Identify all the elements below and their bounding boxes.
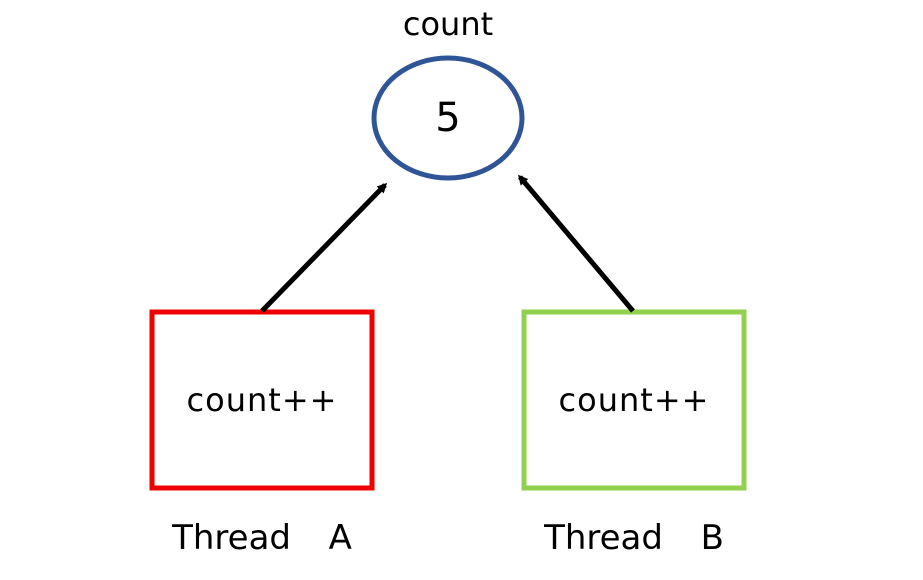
thread-a-box <box>149 309 375 491</box>
arrow-thread-a-to-count <box>260 182 388 313</box>
thread-b-operation: count++ <box>558 381 710 419</box>
variable-value: 5 <box>435 95 461 141</box>
count-ellipse <box>371 55 525 181</box>
thread-b-box <box>521 309 747 491</box>
thread-a-operation: count++ <box>186 381 338 419</box>
variable-label: count <box>402 5 494 43</box>
arrow-thread-b-to-count <box>518 174 635 313</box>
thread-b-label: Thread B <box>544 518 724 558</box>
thread-a-label: Thread A <box>172 518 352 558</box>
